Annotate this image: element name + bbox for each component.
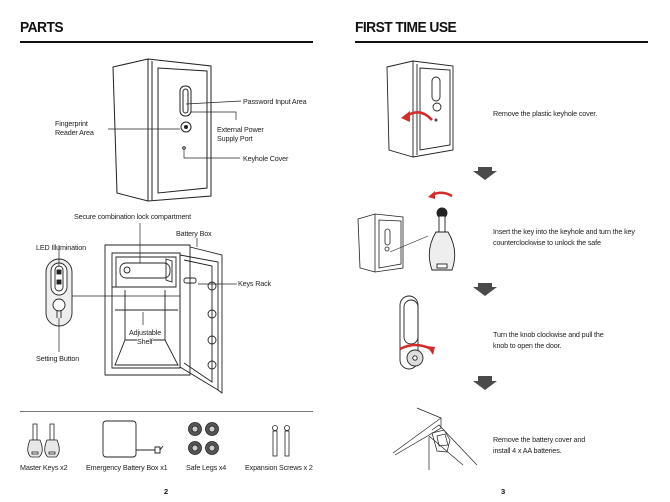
key-illustration — [428, 207, 456, 271]
label-external-power-2: Supply Port — [217, 134, 253, 143]
label-secure-compartment: Secure combination lock compartment — [74, 212, 191, 221]
red-arrowhead-icon — [428, 191, 435, 199]
expansion-screws-icon — [272, 425, 290, 457]
red-arrowhead-icon — [427, 346, 435, 355]
battery-compartment-illustration — [392, 407, 478, 470]
title-rule — [355, 41, 648, 43]
safe-legs-icon — [188, 422, 219, 455]
knob-illustration — [399, 295, 424, 370]
step-2-line-2: counterclockwise to unlock the safe — [493, 238, 601, 247]
label-fingerprint-reader-2: Reader Area — [55, 128, 94, 137]
accessories-illustrations — [27, 420, 290, 458]
accessory-label-master-keys: Master Keys x2 — [20, 463, 68, 472]
label-battery-box: Battery Box — [176, 229, 212, 238]
steps-illustrations — [357, 60, 497, 470]
first-time-use-title: FIRST TIME USE — [355, 19, 457, 36]
red-arrowhead-icon — [401, 111, 410, 122]
step-4-text: Remove the battery cover and install 4 x… — [493, 434, 585, 456]
parts-title: PARTS — [20, 19, 64, 36]
master-keys-icon — [27, 423, 60, 458]
step1-safe-illustration — [386, 60, 454, 158]
page-number: 3 — [501, 487, 506, 496]
closed-safe-illustration — [108, 58, 242, 202]
step-3-line-1: Turn the knob clockwise and pull the — [493, 330, 604, 339]
page-number: 2 — [164, 487, 169, 496]
step-4-line-2: install 4 x AA batteries. — [493, 446, 562, 455]
label-led-illumination: LED Illumination — [36, 243, 86, 252]
red-clockwise-arrow-icon — [399, 343, 432, 351]
label-adjustable-shelf-2: Shelf — [137, 337, 153, 346]
label-setting-button: Setting Button — [36, 354, 80, 363]
step-2-line-1: Insert the key into the keyhole and turn… — [493, 227, 635, 236]
step-1-text: Remove the plastic keyhole cover. — [493, 108, 597, 119]
parts-page: PARTS Password Input Area Fingerprint Re… — [20, 19, 313, 496]
emergency-battery-box-icon — [102, 420, 164, 458]
down-arrow-icon — [473, 283, 497, 296]
step-1-line-1: Remove the plastic keyhole cover. — [493, 109, 598, 118]
step-3-text: Turn the knob clockwise and pull the kno… — [493, 329, 604, 351]
accessory-label-safe-legs: Safe Legs x4 — [186, 463, 227, 472]
label-external-power-1: External Power — [217, 125, 264, 134]
first-time-use-page: FIRST TIME USE — [335, 0, 670, 502]
title-rule — [20, 41, 313, 43]
label-fingerprint-reader-1: Fingerprint — [55, 119, 88, 128]
step-2-text: Insert the key into the keyhole and turn… — [493, 226, 635, 248]
step-3-line-2: knob to open the door. — [493, 341, 562, 350]
accessories-divider — [20, 411, 313, 412]
open-safe-illustration — [45, 223, 237, 394]
red-rotate-arrow-icon — [406, 111, 433, 121]
label-adjustable-shelf-1: Adjustable — [129, 328, 162, 337]
accessory-label-expansion-screws: Expansion Screws x 2 — [245, 463, 313, 472]
step2-safe-illustration — [357, 213, 429, 273]
accessory-label-battery-box: Emergency Battery Box x1 — [86, 463, 168, 472]
down-arrow-icon — [473, 376, 497, 390]
label-keys-rack: Keys Rack — [238, 279, 272, 288]
step-4-line-1: Remove the battery cover and — [493, 435, 586, 444]
label-password-input-area: Password Input Area — [243, 97, 307, 106]
label-keyhole-cover: Keyhole Cover — [243, 154, 289, 163]
down-arrow-icon — [473, 167, 497, 180]
